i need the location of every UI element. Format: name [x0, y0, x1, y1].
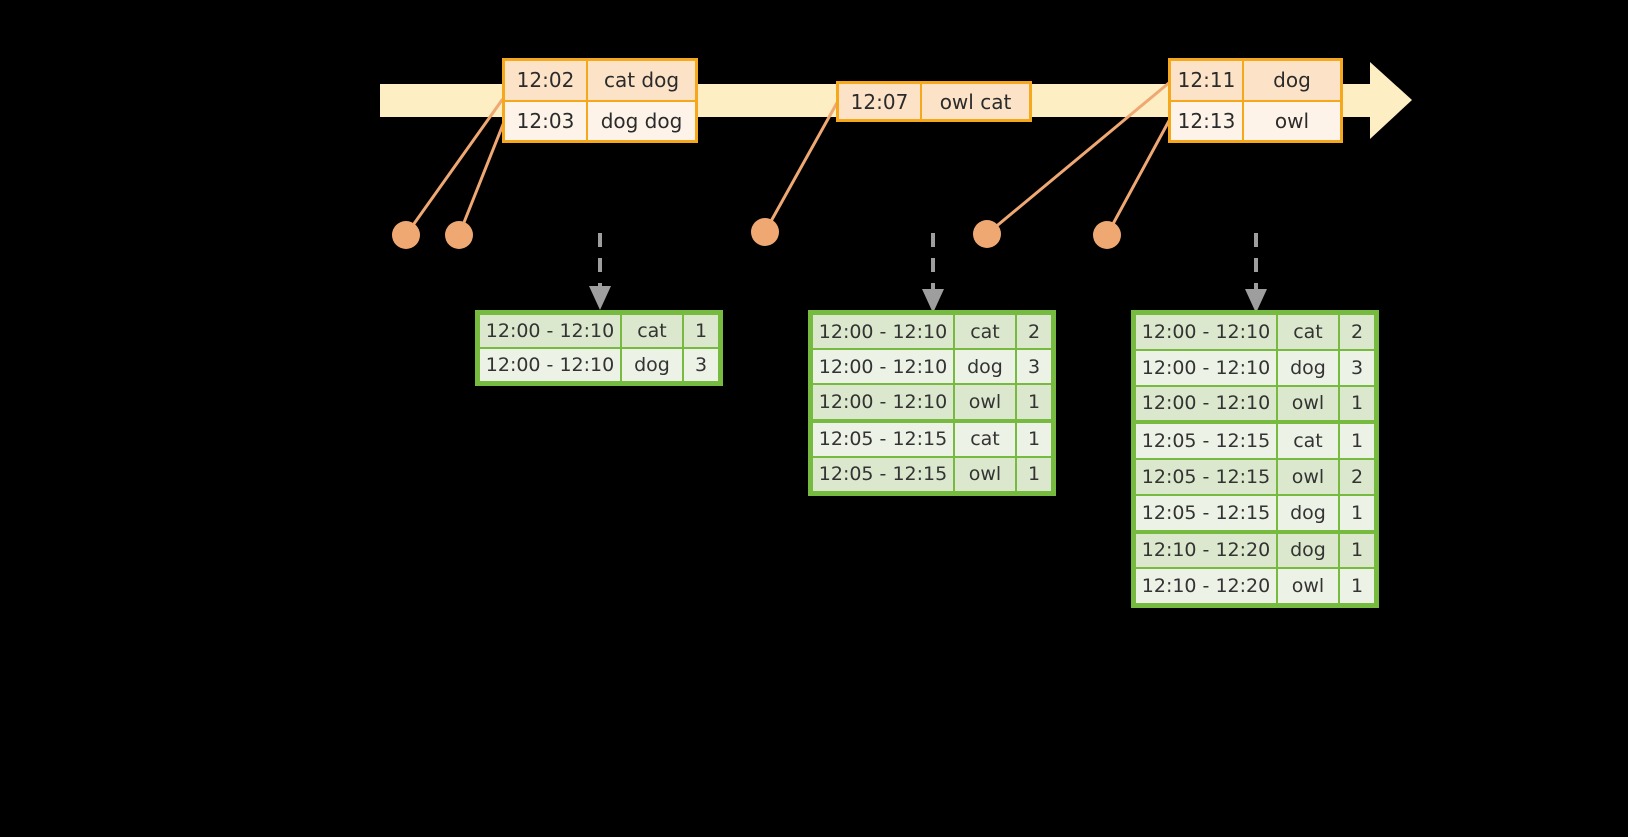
- table-row[interactable]: 12:05 - 12:15 cat 1: [812, 419, 1052, 457]
- table-row[interactable]: 12:00 - 12:10 dog 3: [812, 349, 1052, 384]
- connector-3: [763, 99, 840, 234]
- result-table-1[interactable]: 12:00 - 12:10 cat 1 12:00 - 12:10 dog 3: [475, 310, 723, 386]
- table-row[interactable]: 12:05 - 12:15 owl 2: [1135, 459, 1375, 495]
- count-cell: 1: [684, 315, 718, 347]
- connector-2: [457, 120, 506, 237]
- event-row[interactable]: 12:07 owl cat: [839, 84, 1029, 119]
- emit-arrow-2: [922, 233, 944, 313]
- key-cell: owl: [955, 457, 1015, 492]
- key-cell: owl: [1278, 569, 1338, 603]
- key-cell: cat: [1278, 315, 1338, 349]
- table-row[interactable]: 12:00 - 12:10 cat 2: [1135, 314, 1375, 350]
- key-cell: dog: [1278, 495, 1338, 530]
- table-row[interactable]: 12:05 - 12:15 dog 1: [1135, 495, 1375, 531]
- table-row[interactable]: 12:00 - 12:10 owl 1: [1135, 386, 1375, 422]
- event-group-3[interactable]: 12:11 dog 12:13 owl: [1168, 58, 1343, 143]
- event-group-1[interactable]: 12:02 cat dog 12:03 dog dog: [502, 58, 698, 143]
- event-row[interactable]: 12:02 cat dog: [505, 61, 695, 100]
- count-cell: 1: [1017, 385, 1051, 419]
- event-value: dog: [1273, 68, 1311, 93]
- table-row[interactable]: 12:00 - 12:10 dog 3: [1135, 350, 1375, 386]
- event-value: owl cat: [939, 89, 1012, 114]
- key-cell: owl: [1278, 386, 1338, 421]
- key-cell: cat: [1278, 424, 1338, 458]
- count-cell: 1: [1340, 495, 1374, 530]
- count-cell: 1: [1340, 424, 1374, 458]
- key-cell: cat: [955, 422, 1015, 456]
- window-cell: 12:00 - 12:10: [813, 385, 953, 419]
- event-time: 12:02: [505, 61, 588, 100]
- count-cell: 1: [1017, 457, 1051, 492]
- count-cell: 1: [1340, 386, 1374, 421]
- key-cell: dog: [622, 349, 682, 381]
- dot-3: [751, 218, 779, 246]
- event-value: cat dog: [603, 68, 680, 93]
- dot-4: [973, 220, 1001, 248]
- connector-1: [404, 98, 504, 237]
- window-cell: 12:00 - 12:10: [813, 350, 953, 384]
- count-cell: 1: [1017, 422, 1051, 456]
- window-cell: 12:05 - 12:15: [1136, 460, 1276, 494]
- count-cell: 3: [1340, 350, 1374, 385]
- count-cell: 1: [1340, 533, 1374, 568]
- count-cell: 3: [684, 349, 718, 381]
- key-cell: cat: [622, 315, 682, 347]
- key-cell: owl: [955, 385, 1015, 419]
- count-cell: 3: [1017, 350, 1051, 384]
- event-value: owl: [1274, 108, 1310, 133]
- table-row[interactable]: 12:00 - 12:10 cat 2: [812, 314, 1052, 349]
- window-cell: 12:00 - 12:10: [813, 315, 953, 349]
- count-cell: 2: [1340, 460, 1374, 494]
- window-cell: 12:10 - 12:20: [1136, 533, 1276, 568]
- event-value: dog dog: [600, 108, 683, 133]
- event-time: 12:11: [1171, 61, 1244, 100]
- window-cell: 12:00 - 12:10: [1136, 315, 1276, 349]
- key-cell: owl: [1278, 460, 1338, 494]
- result-table-2[interactable]: 12:00 - 12:10 cat 2 12:00 - 12:10 dog 3 …: [808, 310, 1056, 496]
- window-cell: 12:05 - 12:15: [1136, 495, 1276, 530]
- table-row[interactable]: 12:00 - 12:10 cat 1: [479, 314, 719, 348]
- window-cell: 12:00 - 12:10: [480, 349, 620, 381]
- table-row[interactable]: 12:00 - 12:10 owl 1: [812, 384, 1052, 419]
- window-cell: 12:05 - 12:15: [1136, 424, 1276, 458]
- count-cell: 2: [1340, 315, 1374, 349]
- event-time: 12:13: [1171, 101, 1244, 140]
- emit-arrows: [589, 233, 1267, 313]
- window-cell: 12:05 - 12:15: [813, 457, 953, 492]
- result-table-3[interactable]: 12:00 - 12:10 cat 2 12:00 - 12:10 dog 3 …: [1131, 310, 1379, 608]
- dot-2: [445, 221, 473, 249]
- dot-5: [1093, 221, 1121, 249]
- event-row[interactable]: 12:13 owl: [1171, 99, 1340, 140]
- key-cell: dog: [955, 350, 1015, 384]
- window-cell: 12:00 - 12:10: [1136, 386, 1276, 421]
- event-time: 12:07: [839, 84, 922, 119]
- table-row[interactable]: 12:05 - 12:15 cat 1: [1135, 421, 1375, 459]
- emit-arrow-3: [1245, 233, 1267, 313]
- window-cell: 12:00 - 12:10: [1136, 350, 1276, 385]
- dot-1: [392, 221, 420, 249]
- key-cell: cat: [955, 315, 1015, 349]
- emit-arrow-1: [589, 233, 611, 310]
- connector-5: [1105, 117, 1172, 237]
- table-row[interactable]: 12:10 - 12:20 dog 1: [1135, 530, 1375, 569]
- event-time: 12:03: [505, 101, 588, 140]
- window-cell: 12:05 - 12:15: [813, 422, 953, 456]
- window-cell: 12:10 - 12:20: [1136, 569, 1276, 603]
- event-dots: [392, 218, 1121, 249]
- count-cell: 2: [1017, 315, 1051, 349]
- event-group-2[interactable]: 12:07 owl cat: [836, 81, 1032, 122]
- window-cell: 12:00 - 12:10: [480, 315, 620, 347]
- key-cell: dog: [1278, 533, 1338, 568]
- table-row[interactable]: 12:05 - 12:15 owl 1: [812, 457, 1052, 492]
- count-cell: 1: [1340, 569, 1374, 603]
- table-row[interactable]: 12:10 - 12:20 owl 1: [1135, 568, 1375, 604]
- event-row[interactable]: 12:11 dog: [1171, 61, 1340, 100]
- table-row[interactable]: 12:00 - 12:10 dog 3: [479, 348, 719, 382]
- key-cell: dog: [1278, 350, 1338, 385]
- event-row[interactable]: 12:03 dog dog: [505, 99, 695, 140]
